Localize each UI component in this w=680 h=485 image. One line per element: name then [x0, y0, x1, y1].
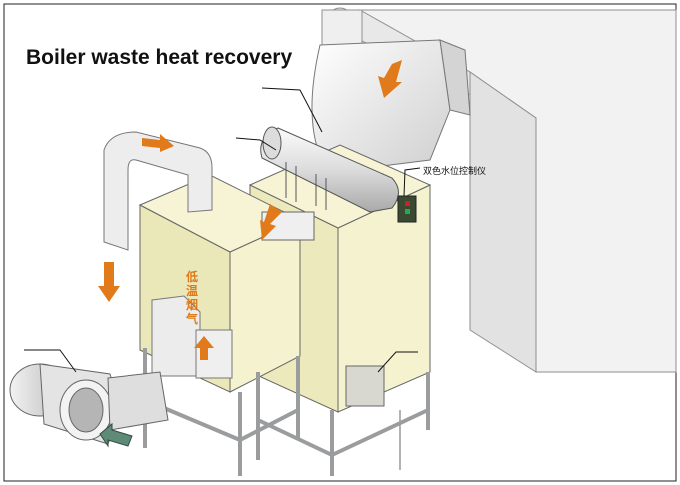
arrow-hood-down-icon	[378, 60, 402, 98]
low-temp-flue-gas-label: 低温烟气	[186, 270, 199, 326]
inlet-arrow-icon	[99, 422, 133, 448]
u-duct	[103, 131, 213, 251]
arrow-duct-down-icon	[98, 262, 120, 302]
flow-arrows	[98, 60, 402, 360]
blower-fan	[9, 363, 169, 445]
water-level-controller-label: 双色水位控制仪	[423, 167, 487, 177]
arrow-stack-up-icon	[194, 336, 214, 360]
diagram-title: Boiler waste heat recovery	[26, 46, 293, 69]
hood-duct	[311, 39, 471, 191]
arrow-unit-down-icon	[260, 204, 282, 240]
steam-drum	[260, 126, 399, 213]
water-level-controller	[397, 195, 417, 223]
leader-lines	[24, 87, 421, 373]
arrow-duct-left-icon	[142, 134, 174, 152]
